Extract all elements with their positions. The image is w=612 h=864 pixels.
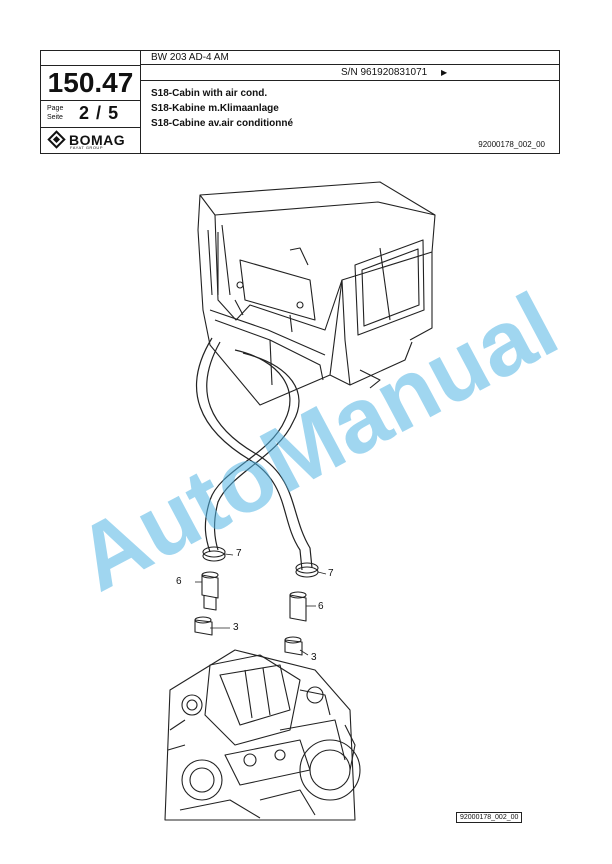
title-panel: BW 203 AD-4 AM S/N 961920831071 ▶ S18-Ca… (141, 51, 559, 153)
ac-hoses (195, 337, 313, 571)
callout-3-right: 3 (311, 652, 317, 663)
page-separator: / (96, 103, 103, 123)
cabin-drawing (197, 181, 436, 406)
section-panel: 150.47 Page Seite 2 / 5 BOMAG FAYAT GROU… (41, 51, 141, 153)
serial-arrow-icon: ▶ (441, 68, 448, 77)
page-label-en: Page (47, 105, 64, 112)
callout-6-left: 6 (176, 576, 182, 587)
title-fr: S18-Cabine av.air conditionné (151, 118, 294, 129)
header-block: 150.47 Page Seite 2 / 5 BOMAG FAYAT GROU… (40, 50, 560, 154)
brand-subtitle: FAYAT GROUP (70, 145, 103, 150)
callout-7-right: 7 (328, 568, 334, 579)
title-de: S18-Kabine m.Klimaanlage (151, 103, 279, 114)
drawing-reference: 92000178_002_00 (456, 812, 523, 823)
callout-6-right: 6 (318, 601, 324, 612)
bomag-logo: BOMAG FAYAT GROUP (41, 128, 140, 153)
page-total: 5 (108, 103, 120, 123)
titles: S18-Cabin with air cond. S18-Kabine m.Kl… (151, 86, 293, 131)
page-current: 2 (79, 103, 91, 123)
top-strip (41, 51, 140, 66)
callout-3-left: 3 (233, 622, 239, 633)
bomag-diamond-icon (47, 130, 66, 149)
serial-row: S/N 961920831071 ▶ (141, 66, 559, 81)
brand-name: BOMAG (69, 132, 126, 148)
fittings-left (194, 546, 226, 636)
callout-7-left: 7 (236, 548, 242, 559)
doc-reference: 92000178_002_00 (478, 140, 545, 149)
section-number: 150.47 (41, 66, 140, 101)
model-name: BW 203 AD-4 AM (141, 51, 559, 65)
exploded-view-drawing (164, 181, 436, 821)
title-en: S18-Cabin with air cond. (151, 88, 268, 99)
fittings-right (284, 562, 319, 656)
page-indicator: Page Seite 2 / 5 (41, 101, 140, 128)
engine-drawing (164, 649, 361, 821)
serial-number: S/N 961920831071 (341, 67, 428, 78)
page-label-de: Seite (47, 114, 63, 121)
page-number: 2 / 5 (79, 103, 119, 124)
page-label: Page Seite (47, 104, 63, 122)
leader-lines (195, 553, 327, 656)
